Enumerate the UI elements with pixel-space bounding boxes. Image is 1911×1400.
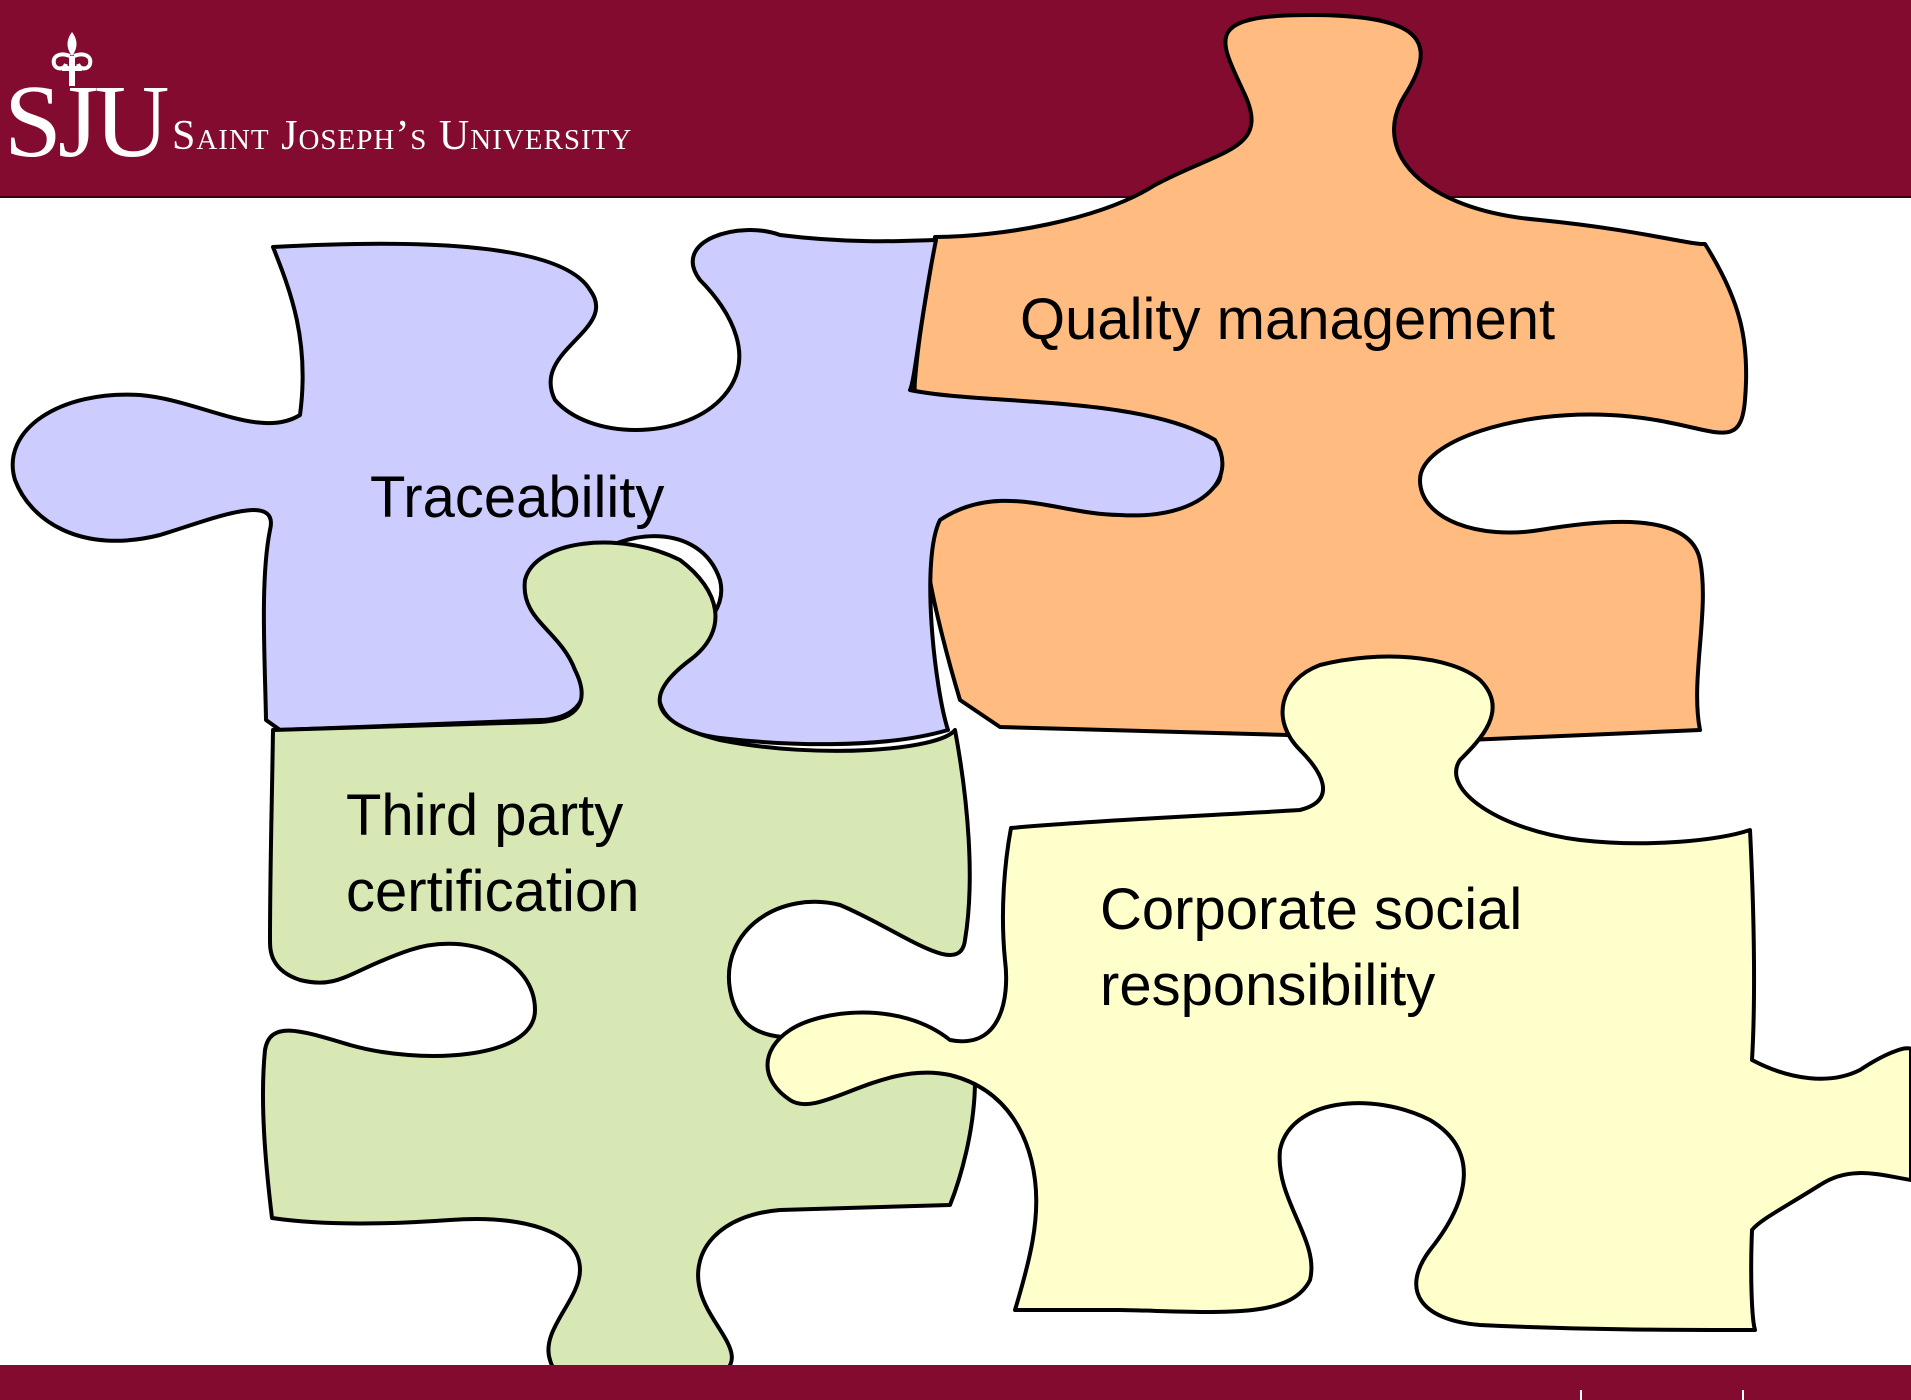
puzzle-piece-traceability — [10, 228, 1225, 747]
traceability-label: Traceability — [370, 465, 665, 530]
logo-mark: SJU — [4, 64, 169, 179]
fleur-de-lis-icon — [51, 32, 93, 86]
puzzle-piece-csr — [765, 654, 1911, 1332]
footer-band — [0, 1365, 1911, 1400]
puzzle-piece-third-party — [260, 540, 977, 1396]
header-band — [0, 0, 1911, 198]
puzzle-piece-quality-management — [912, 13, 1749, 742]
university-logo[interactable]: SJU Saint Joseph’s University — [0, 12, 720, 187]
csr-label-line2: responsibility — [1100, 953, 1436, 1018]
csr-label-line1: Corporate social — [1100, 877, 1523, 942]
third-party-label-line1: Third party — [346, 783, 624, 848]
quality-management-label: Quality management — [1020, 287, 1556, 352]
third-party-label-line2: certification — [346, 859, 640, 924]
footer-divider-marks — [1580, 1390, 1744, 1400]
university-name: Saint Joseph’s University — [172, 113, 633, 159]
